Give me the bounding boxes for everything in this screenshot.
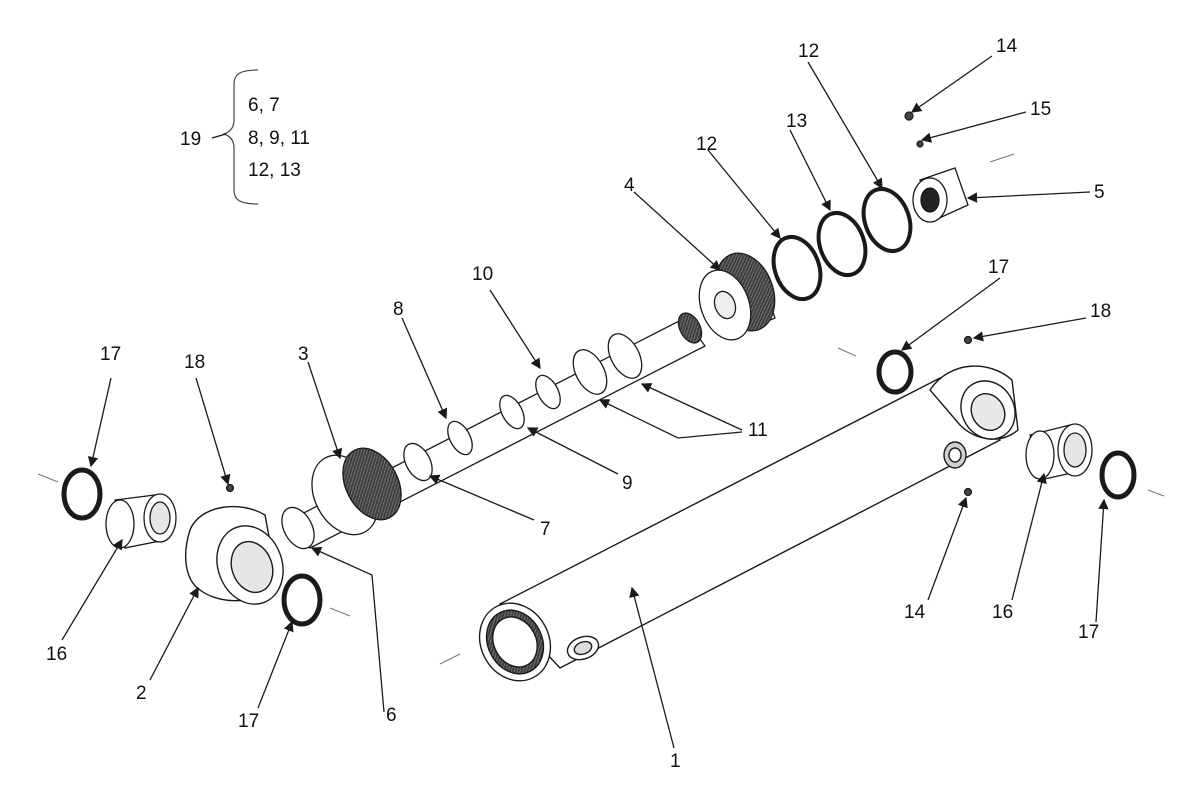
center-line-ticks [37, 153, 1165, 665]
callout-1: 1 [670, 751, 681, 772]
bushing-right [1025, 423, 1093, 481]
callout-12-upper: 12 [798, 41, 820, 62]
callout-16-right: 16 [992, 602, 1014, 623]
bushing-left [105, 493, 177, 549]
kit-line-2: 8, 9, 11 [248, 128, 310, 149]
callout-4: 4 [624, 175, 635, 196]
kit-line-3: 12, 13 [248, 160, 301, 181]
callout-17-bottom: 17 [238, 711, 260, 732]
leader-lines [61, 55, 1109, 749]
callout-17-top-right: 17 [988, 257, 1010, 278]
lock-nut [912, 167, 969, 223]
callout-10: 10 [472, 264, 494, 285]
kit-line-1: 6, 7 [248, 95, 280, 116]
callout-15: 15 [1030, 99, 1052, 120]
rod-eye [185, 505, 284, 605]
callout-8: 8 [393, 299, 404, 320]
callout-11: 11 [748, 420, 768, 441]
callout-6: 6 [386, 705, 397, 726]
retaining-rings [61, 349, 1137, 627]
callout-9: 9 [622, 473, 633, 494]
callout-13: 13 [786, 111, 808, 132]
callout-12-lower: 12 [696, 134, 718, 155]
callout-18-right: 18 [1090, 301, 1112, 322]
kit-label-19: 19 [180, 129, 202, 150]
callout-16-left: 16 [46, 644, 68, 665]
callout-18-left: 18 [184, 352, 206, 373]
callout-3: 3 [298, 344, 309, 365]
callout-14-top: 14 [996, 36, 1018, 57]
callout-7: 7 [540, 519, 551, 540]
cylinder-barrel [478, 365, 1019, 682]
callout-17-left: 17 [100, 344, 122, 365]
piston [698, 252, 776, 341]
callout-5: 5 [1094, 182, 1105, 203]
callout-17-bottom-right: 17 [1078, 622, 1100, 643]
piston-seal-rings [771, 187, 913, 301]
callout-14-bottom: 14 [904, 602, 926, 623]
callout-2: 2 [136, 683, 147, 704]
piston-rod [281, 312, 706, 550]
